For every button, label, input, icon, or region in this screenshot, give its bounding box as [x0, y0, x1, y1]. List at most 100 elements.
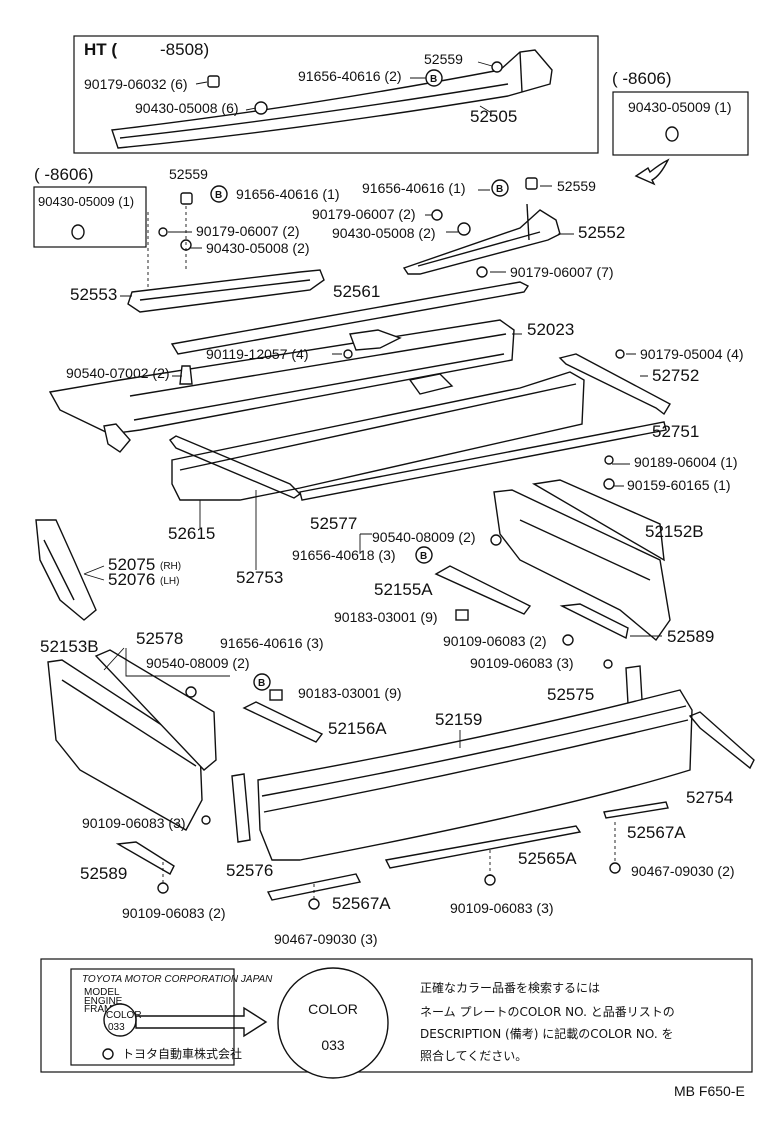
label-52577: 52577 — [310, 514, 357, 533]
top-right-part: 90430-05009 (1) — [628, 99, 732, 115]
bolt-icon — [603, 659, 613, 669]
ht-box-title: HT ( — [84, 40, 117, 59]
clip-icon — [269, 689, 283, 701]
label-52589-right: 52589 — [667, 627, 714, 646]
stay-52153B — [47, 649, 217, 831]
nut-icon — [185, 686, 197, 698]
label-90179-06007-lower: 90179-06007 (7) — [510, 264, 614, 280]
svg-text:B: B — [430, 74, 437, 85]
plate-header: TOYOTA MOTOR CORPORATION JAPAN — [82, 974, 273, 985]
label-90109-06083-upper: 90109-06083 (2) — [443, 633, 547, 649]
label-90109-06083-bottom-left: 90109-06083 (2) — [122, 905, 226, 921]
screw-icon — [609, 862, 621, 874]
svg-text:B: B — [258, 678, 265, 689]
color-code-circle — [277, 967, 389, 1079]
label-90183-03001-lower: 90183-03001 (9) — [298, 685, 402, 701]
molding-52751 — [299, 421, 667, 501]
rear-bumper-52159 — [257, 689, 693, 861]
bracket-52575 — [625, 665, 643, 705]
label-90109-06083-left: 90109-06083 (3) — [82, 815, 186, 831]
label-52559-ht: 52559 — [424, 51, 463, 67]
left-box-range: ( -8606) — [34, 165, 94, 184]
label-52753: 52753 — [236, 568, 283, 587]
plate-code: 033 — [108, 1022, 125, 1033]
bolt-icon — [157, 882, 169, 894]
label-52159: 52159 — [435, 710, 482, 729]
label-91656-40618: 91656-40618 (3) — [292, 547, 396, 563]
label-91656-40616-lower: 91656-40616 (3) — [220, 635, 324, 651]
label-52076: 52076 — [108, 570, 155, 589]
bumper-guard-52553 — [127, 269, 325, 313]
label-90430-05008-ht: 90430-05008 (6) — [135, 100, 239, 116]
left-box-part: 90430-05009 (1) — [38, 194, 134, 209]
label-52505: 52505 — [470, 107, 517, 126]
retainer-52156A — [242, 701, 324, 743]
plate-color: COLOR — [106, 1010, 142, 1021]
label-52553: 52553 — [70, 285, 117, 304]
label-52075: 52075 — [108, 555, 155, 574]
label-52615: 52615 — [168, 524, 215, 543]
nut-icon — [490, 534, 502, 546]
label-90179-06007-left: 90179-06007 (2) — [196, 223, 300, 239]
bolt-icon — [201, 815, 211, 825]
fastener-icons-right: B — [431, 177, 538, 278]
clip-icon — [604, 455, 614, 465]
label-52156A: 52156A — [328, 719, 387, 738]
circle-color-code: 033 — [321, 1037, 345, 1053]
clip-icon — [455, 609, 469, 621]
bracket-52565A — [384, 825, 582, 869]
plate-engine: ENGINE — [84, 996, 123, 1007]
note-line-4: 照合してください。 — [420, 1048, 527, 1063]
plate-model: MODEL — [84, 987, 120, 998]
label-90179-06032: 90179-06032 (6) — [84, 76, 188, 92]
label-52076-side: (LH) — [160, 576, 179, 587]
label-90540-08009-lower: 90540-08009 (2) — [146, 655, 250, 671]
side-retainer-52075 — [35, 519, 97, 621]
label-90540-07002: 90540-07002 (2) — [66, 365, 170, 381]
bracket-52589-right — [559, 603, 629, 640]
svg-text:B: B — [215, 190, 222, 201]
label-90467-09030-left: 90467-09030 (3) — [274, 931, 378, 947]
label-91656-40616-left: 91656-40616 (1) — [236, 186, 340, 202]
label-52567A-left: 52567A — [332, 894, 391, 913]
label-52567A-right: 52567A — [627, 823, 686, 842]
bracket-52576 — [231, 773, 251, 843]
label-52575: 52575 — [547, 685, 594, 704]
ht-variant-box: HT ( -8508) — [73, 35, 599, 154]
label-90109-06083-mid: 90109-06083 (3) — [470, 655, 574, 671]
label-52152B: 52152B — [645, 522, 704, 541]
reinforcement-52023 — [48, 319, 515, 453]
label-52561: 52561 — [333, 282, 380, 301]
page-code: MB F650-E — [674, 1083, 745, 1099]
label-52559-right: 52559 — [557, 178, 596, 194]
label-52751: 52751 — [652, 422, 699, 441]
label-52589-left: 52589 — [80, 864, 127, 883]
plate-footer: トヨタ自動車株式会社 — [122, 1046, 242, 1061]
label-90109-06083-bottom: 90109-06083 (3) — [450, 900, 554, 916]
label-90189-06004: 90189-06004 (1) — [634, 454, 738, 470]
label-90183-03001-upper: 90183-03001 (9) — [334, 609, 438, 625]
label-90467-09030-right: 90467-09030 (2) — [631, 863, 735, 879]
clip-b-icon — [253, 673, 271, 691]
bracket-52567A-right — [603, 801, 669, 819]
note-line-1: 正確なカラー品番を検索するには — [420, 980, 600, 995]
label-52559-left: 52559 — [169, 166, 208, 182]
label-90540-08009-upper: 90540-08009 (2) — [372, 529, 476, 545]
svg-text:B: B — [420, 551, 427, 562]
label-52565A: 52565A — [518, 849, 577, 868]
label-52552: 52552 — [578, 223, 625, 242]
bracket-52589-left — [115, 841, 175, 875]
clip-icon — [615, 349, 625, 359]
arrow-icon — [135, 1006, 268, 1038]
bolt-icon — [603, 478, 615, 490]
label-90179-06007-right: 90179-06007 (2) — [312, 206, 416, 222]
circle-color-label: COLOR — [308, 1001, 358, 1017]
label-52578: 52578 — [136, 629, 183, 648]
molding-52754 — [688, 711, 755, 770]
bumper-cover-52615 — [171, 371, 585, 501]
arrow-icon — [634, 158, 670, 186]
label-91656-40616-ht: 91656-40616 (2) — [298, 68, 402, 84]
svg-text:B: B — [496, 184, 503, 195]
note-line-3: DESCRIPTION (備考) に記載のCOLOR NO. を — [420, 1026, 673, 1041]
